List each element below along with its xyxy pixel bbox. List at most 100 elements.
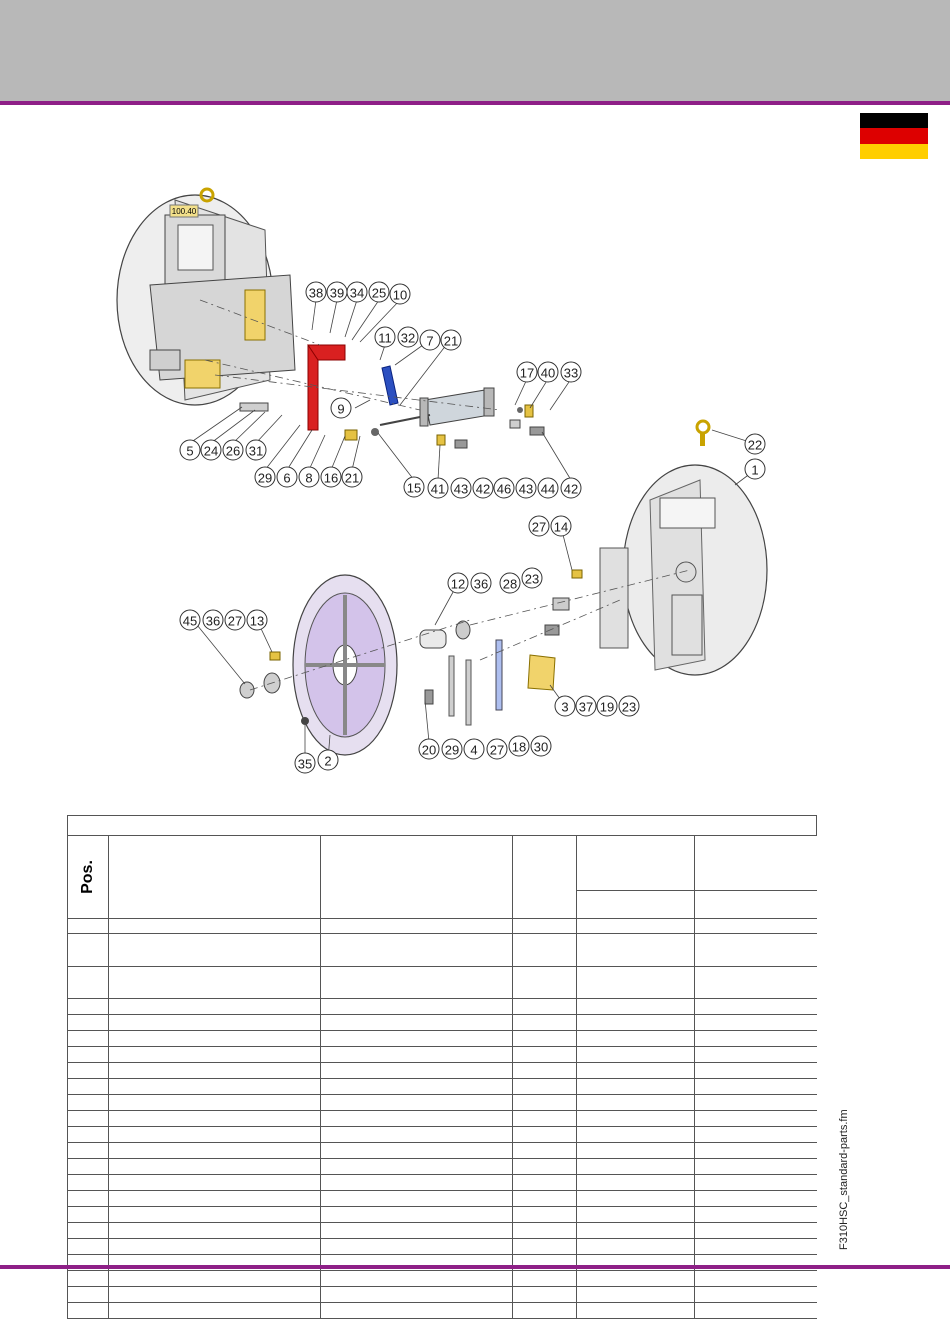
callout-number: 15 bbox=[407, 481, 421, 496]
callout-35: 35 bbox=[294, 752, 316, 774]
table-cell bbox=[108, 1094, 321, 1111]
table-cell bbox=[512, 1014, 577, 1031]
callout-circle bbox=[374, 326, 396, 348]
callout-7: 7 bbox=[419, 329, 441, 351]
table-cell bbox=[512, 998, 577, 1015]
callout-number: 24 bbox=[204, 444, 218, 459]
table-row bbox=[67, 1062, 817, 1079]
callout-number: 27 bbox=[228, 614, 242, 629]
table-cell bbox=[512, 1158, 577, 1175]
callout-circle bbox=[179, 609, 201, 631]
callout-number: 11 bbox=[378, 331, 392, 346]
table-cell bbox=[108, 998, 321, 1015]
upper-assembly: 100.40 bbox=[116, 187, 545, 449]
table-cell bbox=[576, 1222, 695, 1239]
table-cell bbox=[693, 1142, 817, 1159]
table-cell bbox=[67, 998, 109, 1015]
table-cell bbox=[67, 1094, 109, 1111]
table-cell bbox=[67, 918, 109, 934]
pos-header: Pos. bbox=[78, 860, 96, 894]
table-title-row bbox=[66, 815, 818, 836]
table-cell bbox=[320, 1030, 513, 1047]
table-row bbox=[67, 1222, 817, 1239]
callout-27: 27 bbox=[224, 609, 246, 631]
callout-circle bbox=[403, 476, 425, 498]
callout-3: 3 bbox=[554, 695, 576, 717]
callout-number: 4 bbox=[470, 743, 477, 758]
callout-23: 23 bbox=[618, 695, 640, 717]
callout-29: 29 bbox=[254, 466, 276, 488]
callout-11: 11 bbox=[374, 326, 396, 348]
callout-39: 39 bbox=[326, 281, 348, 303]
callout-circle bbox=[554, 695, 576, 717]
callout-circle bbox=[447, 572, 469, 594]
table-cell bbox=[512, 1030, 577, 1047]
callout-number: 23 bbox=[525, 572, 539, 587]
callout-number: 29 bbox=[445, 743, 459, 758]
callout-4: 4 bbox=[463, 738, 485, 760]
table-cell bbox=[108, 1142, 321, 1159]
header-cell bbox=[576, 889, 695, 920]
table-row bbox=[67, 966, 817, 999]
callout-22: 22 bbox=[744, 433, 766, 455]
table-cell bbox=[576, 1078, 695, 1095]
callout-number: 43 bbox=[454, 482, 468, 497]
callout-number: 13 bbox=[250, 614, 264, 629]
table-row bbox=[67, 1302, 817, 1319]
table-cell bbox=[320, 1014, 513, 1031]
callout-number: 25 bbox=[372, 286, 386, 301]
table-cell bbox=[108, 1030, 321, 1047]
callout-33: 33 bbox=[560, 361, 582, 383]
table-cell bbox=[320, 1094, 513, 1111]
callout-number: 41 bbox=[431, 482, 445, 497]
table-row bbox=[67, 1030, 817, 1047]
callout-circle bbox=[317, 749, 339, 771]
table-cell bbox=[512, 1062, 577, 1079]
callout-number: 43 bbox=[519, 482, 533, 497]
table-cell bbox=[67, 1158, 109, 1175]
table-row bbox=[67, 1238, 817, 1255]
callout-circle bbox=[330, 397, 352, 419]
callout-circle bbox=[463, 738, 485, 760]
callout-number: 26 bbox=[226, 444, 240, 459]
table-cell bbox=[693, 1094, 817, 1111]
callout-circle bbox=[427, 477, 449, 499]
table-cell bbox=[108, 966, 321, 999]
callout-number: 27 bbox=[532, 520, 546, 535]
callout-circle bbox=[560, 477, 582, 499]
table-cell bbox=[693, 1174, 817, 1191]
table-cell bbox=[576, 1174, 695, 1191]
table-cell bbox=[693, 1110, 817, 1127]
callout-number: 18 bbox=[512, 740, 526, 755]
table-cell bbox=[576, 1014, 695, 1031]
callout-circle bbox=[368, 281, 390, 303]
table-cell bbox=[512, 1174, 577, 1191]
callout-circle bbox=[397, 326, 419, 348]
header-cell bbox=[108, 835, 321, 919]
callout-5: 5 bbox=[179, 439, 201, 461]
right-plate bbox=[599, 419, 768, 676]
table-cell bbox=[693, 1270, 817, 1287]
callout-circle bbox=[493, 477, 515, 499]
callout-circle bbox=[341, 466, 363, 488]
callout-circle bbox=[441, 738, 463, 760]
callout-number: 21 bbox=[345, 471, 359, 486]
table-cell bbox=[693, 1078, 817, 1095]
callout-circle bbox=[515, 477, 537, 499]
table-cell bbox=[108, 1158, 321, 1175]
table-cell bbox=[320, 1142, 513, 1159]
table-cell bbox=[576, 1206, 695, 1223]
table-cell bbox=[693, 918, 817, 934]
table-cell bbox=[108, 1014, 321, 1031]
callout-number: 37 bbox=[579, 700, 593, 715]
callout-circle bbox=[550, 515, 572, 537]
callout-circle bbox=[508, 735, 530, 757]
callout-circle bbox=[499, 572, 521, 594]
callout-number: 42 bbox=[476, 482, 490, 497]
table-cell bbox=[693, 1238, 817, 1255]
callout-circle bbox=[346, 281, 368, 303]
table-cell bbox=[693, 966, 817, 999]
header-cell bbox=[512, 835, 577, 919]
callout-number: 1 bbox=[751, 463, 758, 478]
header-cell bbox=[693, 835, 817, 891]
